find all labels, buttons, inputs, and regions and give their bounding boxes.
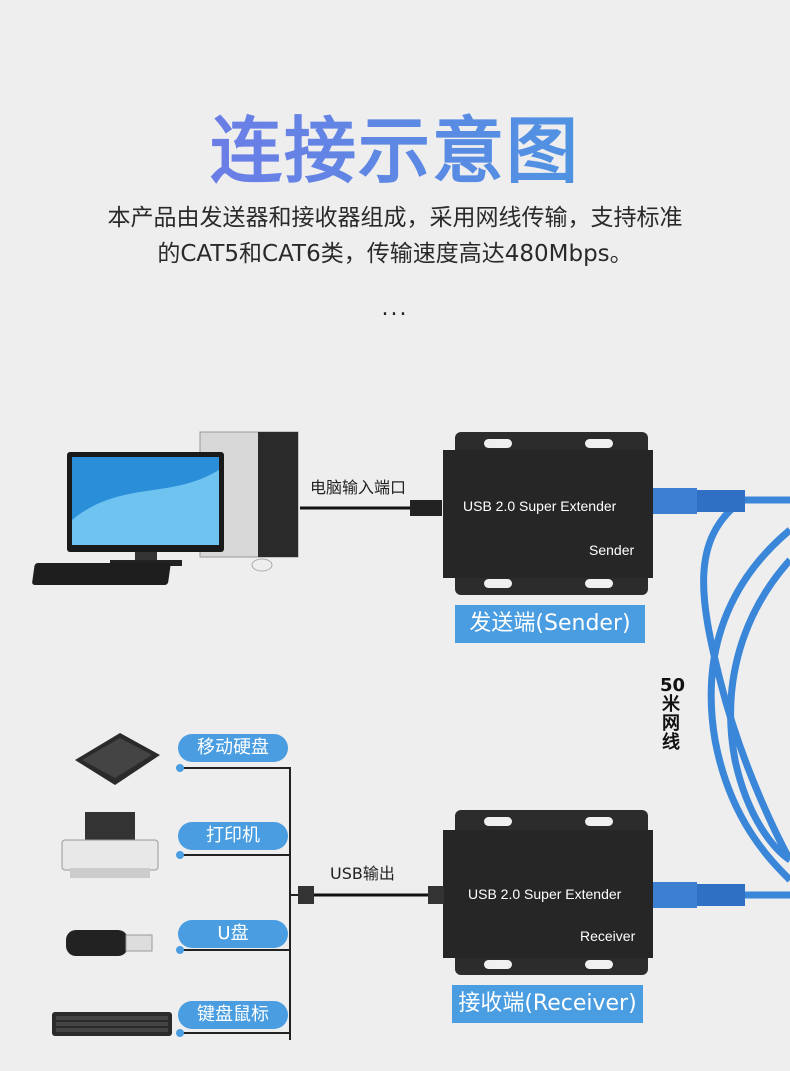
ellipsis-divider: ...: [381, 296, 409, 321]
printer-icon: [61, 812, 159, 878]
device-connector-lines: [180, 767, 298, 1040]
receiver-box-title: USB 2.0 Super Extender: [468, 886, 622, 902]
usb-output-label: USB输出: [330, 864, 395, 883]
device-label-hard-drive: 移动硬盘: [178, 734, 288, 762]
device-label-printer: 打印机: [178, 822, 288, 850]
description-line-2: 的CAT5和CAT6类，传输速度高达480Mbps。: [157, 241, 633, 267]
sender-box-name: Sender: [589, 542, 635, 558]
device-label-keyboard-mouse: 键盘鼠标: [178, 1001, 288, 1029]
rj45-plug-sender: [652, 488, 745, 514]
computer-input-port-label: 电脑输入端口: [310, 478, 407, 497]
rj45-plug-receiver: [652, 882, 745, 908]
keyboard-icon: [52, 1012, 172, 1036]
description-line-1: 本产品由发送器和接收器组成，采用网线传输，支持标准: [107, 205, 683, 231]
sender-device-illustration: [443, 432, 653, 595]
sender-tag: 发送端(Sender): [455, 605, 645, 643]
receiver-box-name: Receiver: [580, 928, 636, 944]
receiver-device-illustration: [298, 810, 653, 975]
device-label-usb-drive: U盘: [178, 920, 288, 948]
cable-length-label: 50米网线: [660, 675, 686, 753]
hard-drive-icon: [75, 733, 160, 785]
desktop-computer-illustration: [32, 431, 442, 585]
sender-box-title: USB 2.0 Super Extender: [463, 498, 617, 514]
usb-stick-icon: [66, 930, 153, 956]
receiver-tag: 接收端(Receiver): [452, 985, 643, 1023]
page-title: 连接示意图: [0, 92, 790, 197]
